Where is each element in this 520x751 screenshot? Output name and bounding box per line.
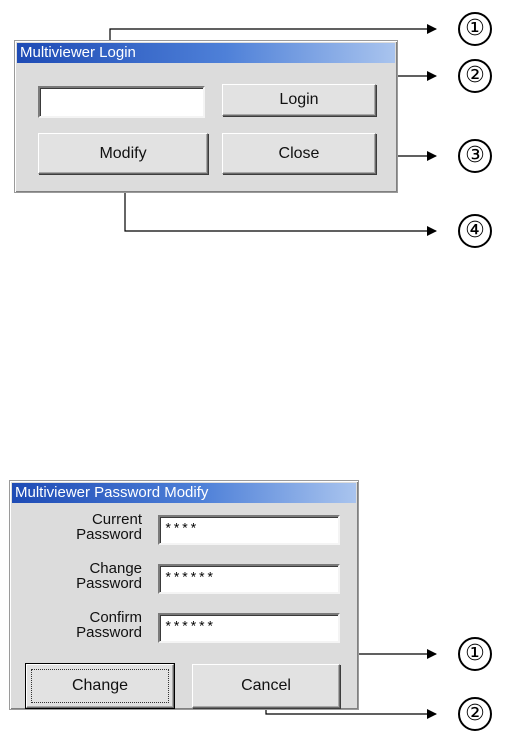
login-dialog-title: Multiviewer Login xyxy=(17,43,395,63)
confirm-password-label-line2: Password xyxy=(76,624,142,641)
callout-3: ③ xyxy=(458,139,492,173)
password-modify-dialog-title: Multiviewer Password Modify xyxy=(12,483,356,503)
close-button[interactable]: Close xyxy=(222,133,376,174)
cancel-button[interactable]: Cancel xyxy=(192,664,340,708)
confirm-password-label: Confirm Password xyxy=(20,610,142,640)
change-password-label: Change Password xyxy=(20,561,142,591)
callout-4: ④ xyxy=(458,214,492,248)
modify-button[interactable]: Modify xyxy=(38,133,208,174)
change-password-label-line2: Password xyxy=(76,575,142,592)
callout-m2: ② xyxy=(458,697,492,731)
current-password-label-line2: Password xyxy=(76,526,142,543)
confirm-password-field[interactable] xyxy=(158,613,340,643)
callout-1: ① xyxy=(458,12,492,46)
current-password-field[interactable] xyxy=(158,515,340,545)
callout-m1: ① xyxy=(458,637,492,671)
login-button[interactable]: Login xyxy=(222,84,376,116)
change-password-field[interactable] xyxy=(158,564,340,594)
current-password-label-line1: Current xyxy=(91,511,142,528)
current-password-label: Current Password xyxy=(20,512,142,542)
change-password-label-line1: Change xyxy=(89,560,142,577)
callout-2: ② xyxy=(458,59,492,93)
connector-4 xyxy=(124,175,437,236)
change-button[interactable]: Change xyxy=(25,663,175,709)
password-input[interactable] xyxy=(38,86,205,118)
confirm-password-label-line1: Confirm xyxy=(89,609,142,626)
